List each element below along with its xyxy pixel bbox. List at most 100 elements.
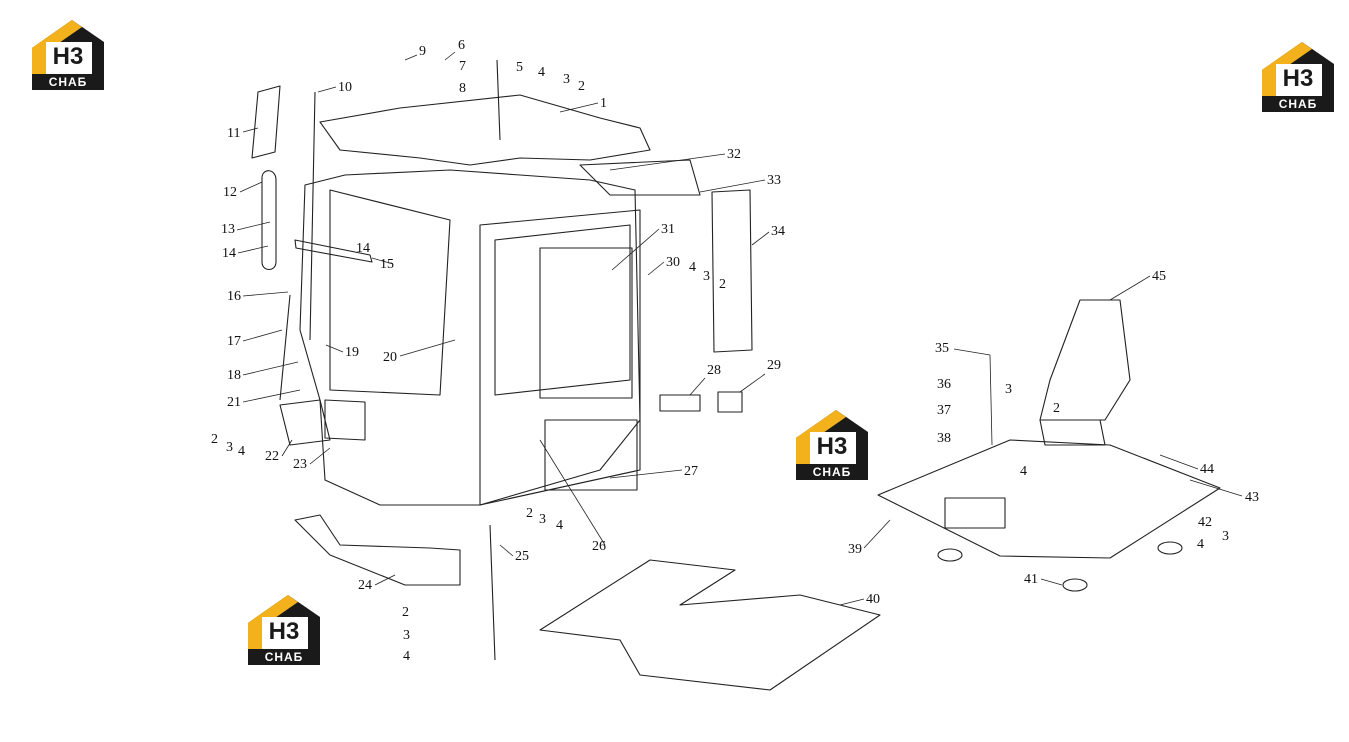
leader-line (739, 373, 766, 393)
callout-label-37: 37 (937, 403, 951, 418)
lower-panel-27 (544, 419, 638, 491)
callout-label-20: 20 (383, 350, 397, 365)
latch-28 (659, 394, 701, 412)
callout-label-25: 25 (515, 549, 529, 564)
callout-label-21: 21 (227, 395, 241, 410)
lamp-23 (324, 399, 366, 441)
callout-label-14: 14 (222, 246, 236, 261)
leader-line (609, 469, 683, 479)
leader-line (699, 179, 766, 193)
logo-text-top: H3 (1282, 65, 1314, 92)
callout-label-3: 3 (1222, 529, 1229, 544)
callout-label-26: 26 (592, 539, 606, 554)
logo-text-bottom: СНАБ (248, 649, 320, 665)
callout-label-1: 1 (600, 96, 607, 111)
logo-house-icon (1262, 42, 1334, 96)
callout-label-27: 27 (684, 464, 698, 479)
cab-side-window (494, 224, 631, 396)
mirror-11 (251, 85, 281, 159)
callout-label-3: 3 (563, 72, 570, 87)
callout-label-36: 36 (937, 377, 951, 392)
leader-line (242, 127, 259, 133)
callout-label-4: 4 (1197, 537, 1204, 552)
callout-label-2: 2 (578, 79, 585, 94)
rod-5 (496, 59, 501, 141)
leader-line (242, 361, 299, 376)
callout-label-35: 35 (935, 341, 949, 356)
callout-label-18: 18 (227, 368, 241, 383)
callout-label-5: 5 (516, 60, 523, 75)
callout-label-40: 40 (866, 592, 880, 607)
rod-10 (309, 91, 316, 341)
callout-label-2: 2 (402, 605, 409, 620)
callout-label-41: 41 (1024, 572, 1038, 587)
callout-label-28: 28 (707, 363, 721, 378)
leader-line (539, 439, 606, 546)
leader-line (647, 261, 665, 276)
leader-line (1159, 454, 1199, 470)
cab-front-window (329, 189, 451, 396)
callout-label-17: 17 (227, 334, 241, 349)
callout-label-44: 44 (1200, 462, 1214, 477)
callout-label-45: 45 (1152, 269, 1166, 284)
callout-label-7: 7 (459, 59, 466, 74)
callout-label-3: 3 (539, 512, 546, 527)
mount-right (1157, 541, 1183, 555)
leader-line (989, 354, 993, 446)
callout-label-3: 3 (1005, 382, 1012, 397)
callout-label-29: 29 (767, 358, 781, 373)
leader-line (609, 153, 726, 171)
leader-line (839, 598, 865, 606)
callout-label-22: 22 (265, 449, 279, 464)
logo-text-bottom: СНАБ (1262, 96, 1334, 112)
leader-line (1040, 578, 1063, 586)
callout-label-34: 34 (771, 224, 785, 239)
roof-panel (319, 94, 651, 166)
leader-line (242, 389, 301, 403)
leader-line (242, 329, 283, 342)
callout-label-14: 14 (356, 241, 370, 256)
callout-label-9: 9 (419, 44, 426, 59)
callout-label-43: 43 (1245, 490, 1259, 505)
rear-panel-32 (579, 159, 701, 196)
wiper-15 (294, 239, 373, 263)
cab-front-wall (299, 169, 641, 506)
leader-line (404, 54, 418, 61)
leader-line (399, 339, 456, 357)
callout-label-6: 6 (458, 38, 465, 53)
logo-text-top: H3 (816, 433, 848, 460)
mount-41 (1062, 578, 1088, 592)
leader-line (444, 51, 456, 61)
leader-line (325, 344, 344, 353)
callout-label-23: 23 (293, 457, 307, 472)
floor-mat-40 (539, 559, 881, 691)
leader-line (559, 102, 599, 113)
rod-17 (279, 294, 291, 401)
callout-label-10: 10 (338, 80, 352, 95)
callout-label-42: 42 (1198, 515, 1212, 530)
base-box (944, 497, 1006, 529)
leader-line (1189, 479, 1243, 497)
callout-label-12: 12 (223, 185, 237, 200)
callout-label-4: 4 (689, 260, 696, 275)
callout-label-38: 38 (937, 431, 951, 446)
callout-label-2: 2 (1053, 401, 1060, 416)
callout-label-19: 19 (345, 345, 359, 360)
logo-text-bottom: СНАБ (796, 464, 868, 480)
leader-line (239, 181, 263, 193)
logo-text-bottom: СНАБ (32, 74, 104, 90)
leader-line (236, 221, 271, 231)
base-plate-43 (877, 439, 1221, 559)
mount-left (937, 548, 963, 562)
callout-label-33: 33 (767, 173, 781, 188)
callout-label-15: 15 (380, 257, 394, 272)
logo-bottom-left: H3 СНАБ (244, 593, 322, 667)
callout-label-2: 2 (719, 277, 726, 292)
callout-label-4: 4 (403, 649, 410, 664)
logo-center: H3 СНАБ (792, 408, 870, 482)
callout-label-8: 8 (459, 81, 466, 96)
callout-label-11: 11 (227, 126, 240, 141)
leader-line (953, 348, 991, 356)
side-panel-31 (539, 247, 633, 399)
